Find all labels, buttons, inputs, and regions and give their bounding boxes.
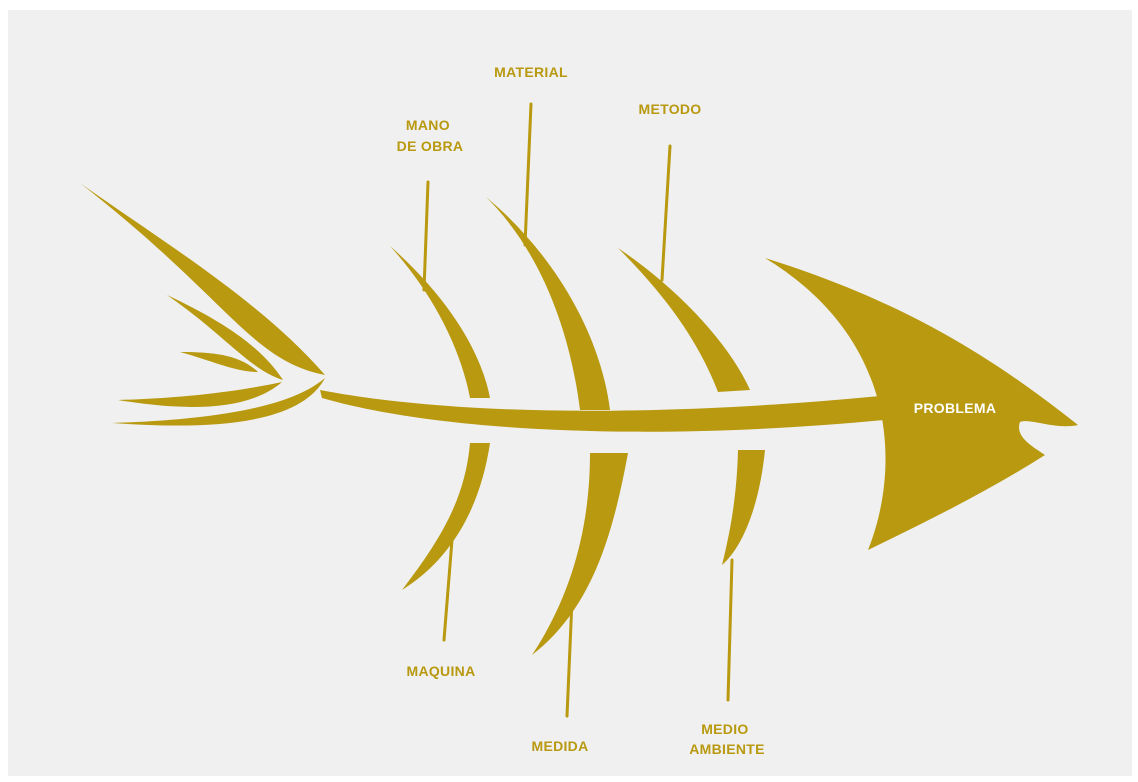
- cause-label-line: MEDIDA: [531, 738, 588, 754]
- cause-label-maquina: MAQUINA: [407, 663, 476, 679]
- cause-label-line: MAQUINA: [407, 663, 476, 679]
- tail-upper-fin: [80, 183, 325, 375]
- cause-label-metodo: METODO: [639, 101, 702, 117]
- cause-label-mano-de-obra: MANO DE OBRA: [397, 117, 464, 154]
- fish-tail: [80, 183, 325, 426]
- cause-label-line: MANO: [406, 117, 450, 133]
- connector-material: [525, 104, 531, 245]
- connector-mano-de-obra: [424, 182, 428, 290]
- connector-medio-ambiente: [728, 560, 732, 700]
- cause-label-medio-ambiente: MEDIO AMBIENTE: [689, 721, 765, 757]
- lower-ribs: [402, 443, 765, 655]
- cause-label-line: MEDIO: [701, 721, 748, 737]
- connector-maquina: [444, 540, 452, 640]
- rib-medio-ambiente: [722, 450, 765, 565]
- cause-label-line: AMBIENTE: [689, 741, 765, 757]
- tail-lower-fin: [118, 382, 282, 407]
- cause-label-line: MATERIAL: [494, 64, 568, 80]
- connector-metodo: [662, 146, 670, 280]
- upper-ribs: [390, 197, 750, 410]
- rib-material: [486, 197, 610, 410]
- cause-label-medida: MEDIDA: [531, 738, 588, 754]
- cause-label-line: DE OBRA: [397, 138, 464, 154]
- rib-medida: [532, 453, 628, 655]
- problem-label: PROBLEMA: [914, 400, 997, 416]
- cause-label-material: MATERIAL: [494, 64, 568, 80]
- rib-metodo: [618, 248, 750, 392]
- rib-maquina: [402, 443, 490, 590]
- cause-label-line: METODO: [639, 101, 702, 117]
- rib-mano-de-obra: [390, 246, 490, 398]
